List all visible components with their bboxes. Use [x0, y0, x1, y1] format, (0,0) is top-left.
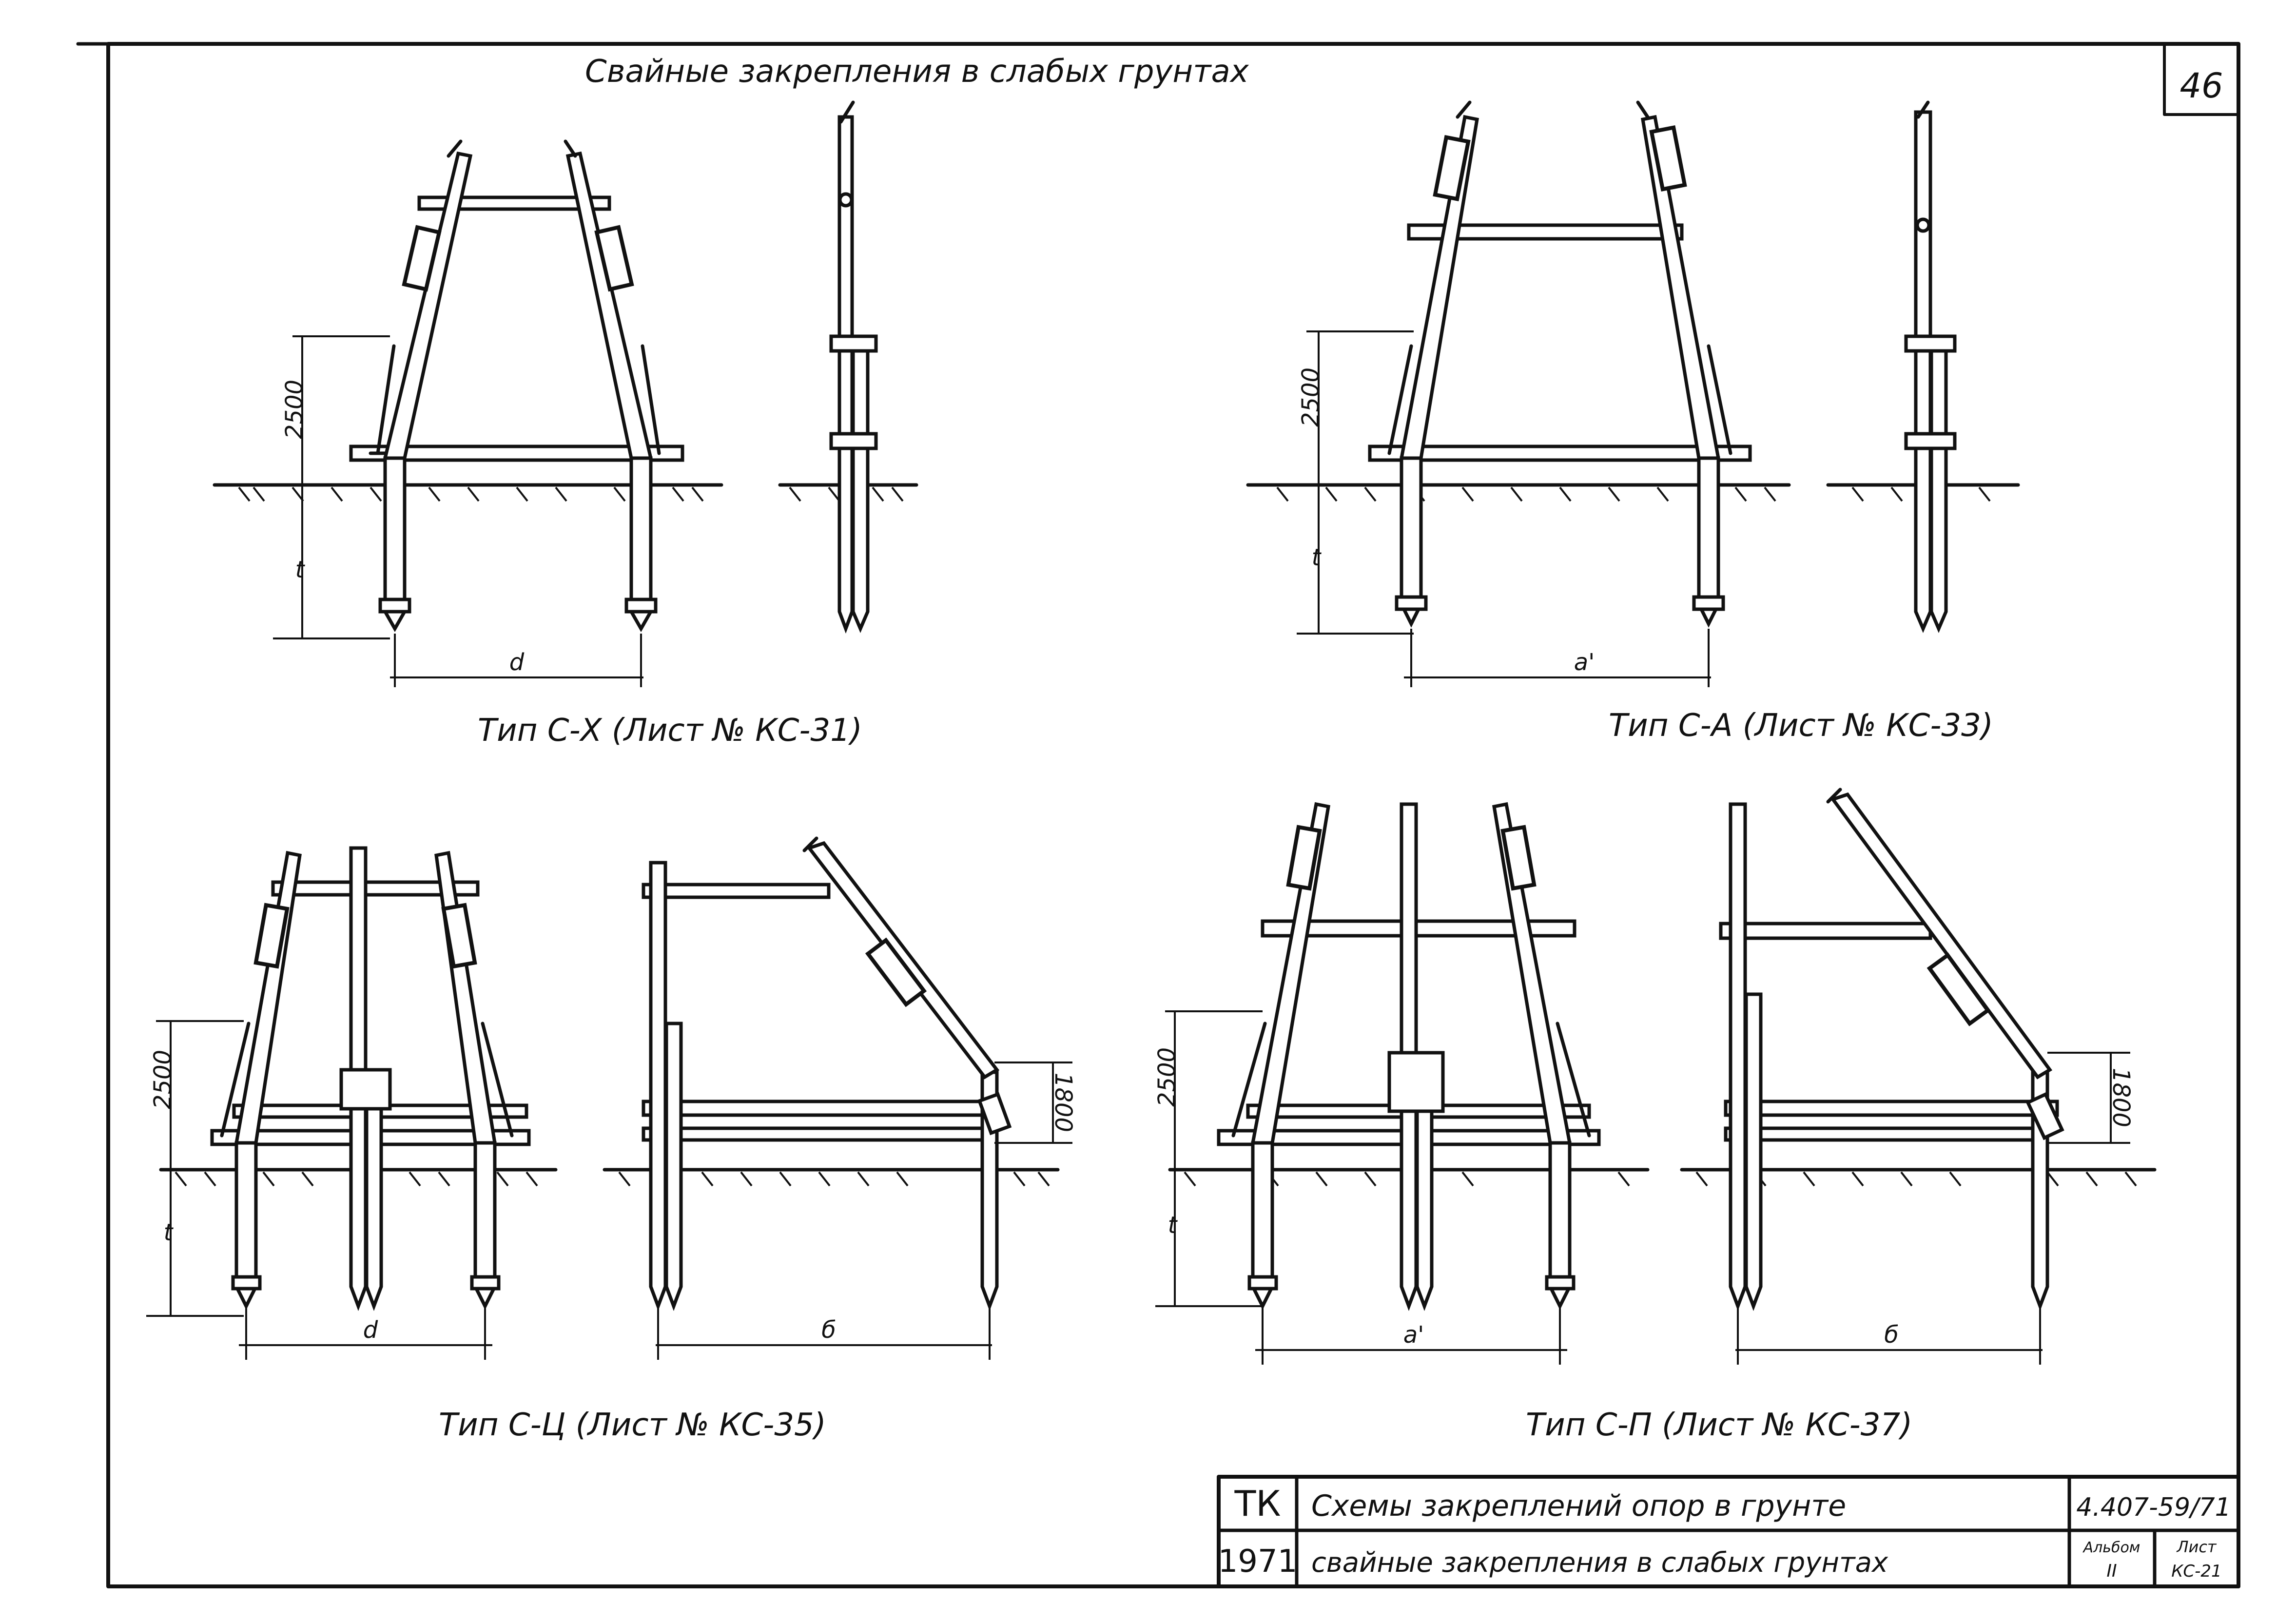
dimension-ca-height	[1297, 330, 1414, 635]
dimension-cp-side-height-label: 1800	[2107, 1068, 2135, 1127]
dimension-cp-side-height	[2047, 1052, 2130, 1144]
title-block-year: 1971	[1218, 1544, 1298, 1580]
title-block-line2: свайные закрепления в слабых грунтах	[1311, 1547, 1888, 1579]
caption-cp: Тип С-П (Лист № КС-37)	[1526, 1407, 1912, 1443]
caption-cx: Тип С-Х (Лист № КС-31)	[478, 713, 862, 749]
title-block-org: ТК	[1234, 1483, 1281, 1524]
dimension-cc-side-height	[994, 1061, 1072, 1144]
view-cp-side	[1719, 788, 2064, 1311]
dimension-ca-span	[1404, 629, 1711, 687]
dimension-ca-depth-label: t	[1312, 544, 1322, 571]
title-block-code: 4.407-59/71	[2076, 1493, 2231, 1522]
dimension-cc-span	[239, 1306, 492, 1360]
caption-cc: Тип С-Ц (Лист № КС-35)	[439, 1407, 826, 1443]
dimension-cc-side-span-label: б	[821, 1316, 836, 1344]
dimension-cc-side-span	[656, 1306, 992, 1360]
dimension-cp-side-span-label: б	[1884, 1321, 1899, 1349]
dimension-cx-span	[390, 634, 643, 687]
dimension-ca-span-label: a'	[1574, 649, 1595, 676]
dimension-cc-height-label: 2500	[149, 1050, 176, 1109]
dimension-cx-depth-label: t	[295, 556, 306, 583]
dimension-cc-height	[146, 1020, 244, 1317]
dimension-cx-height-label: 2500	[281, 380, 308, 439]
dimension-cp-height	[1155, 1010, 1263, 1307]
view-ca-side	[1904, 100, 1957, 633]
dimension-ca-height-label: 2500	[1297, 367, 1324, 427]
dimension-cx-height	[273, 335, 390, 639]
title-block-frame	[1217, 1475, 2240, 1588]
dimension-cp-span	[1255, 1306, 1567, 1365]
view-cc-side	[642, 836, 1012, 1311]
title-block-album-label: Альбом	[2082, 1539, 2140, 1556]
view-cx-front	[349, 139, 684, 633]
view-cp-front	[1217, 802, 1601, 1311]
dimension-cc-side-height-label: 1800	[1050, 1073, 1077, 1132]
page-number: 46	[2179, 66, 2223, 106]
dimension-cc-depth-label: t	[164, 1219, 174, 1246]
dimension-cp-depth-label: t	[1168, 1212, 1178, 1239]
view-cc-front	[210, 846, 531, 1311]
caption-ca: Тип С-А (Лист № КС-33)	[1609, 708, 1993, 744]
sheet-title: Свайные закрепления в слабых грунтах	[585, 54, 1249, 90]
title-block-line1: Схемы закреплений опор в грунте	[1311, 1489, 1846, 1523]
view-ca-front	[1368, 100, 1752, 628]
dimension-cp-side-span	[1735, 1306, 2043, 1365]
dimension-cx-span-label: d	[509, 649, 525, 676]
sheet-frame	[76, 42, 2240, 1588]
dimension-cp-height-label: 2500	[1153, 1047, 1181, 1107]
title-block-album-value: II	[2106, 1561, 2117, 1581]
title-block-sheet-label: Лист	[2176, 1538, 2217, 1556]
dimension-cc-span-label: d	[363, 1316, 378, 1344]
title-block-sheet-value: КС-21	[2171, 1562, 2221, 1581]
view-cx-side	[829, 100, 878, 634]
dimension-cp-span-label: a'	[1403, 1321, 1424, 1349]
